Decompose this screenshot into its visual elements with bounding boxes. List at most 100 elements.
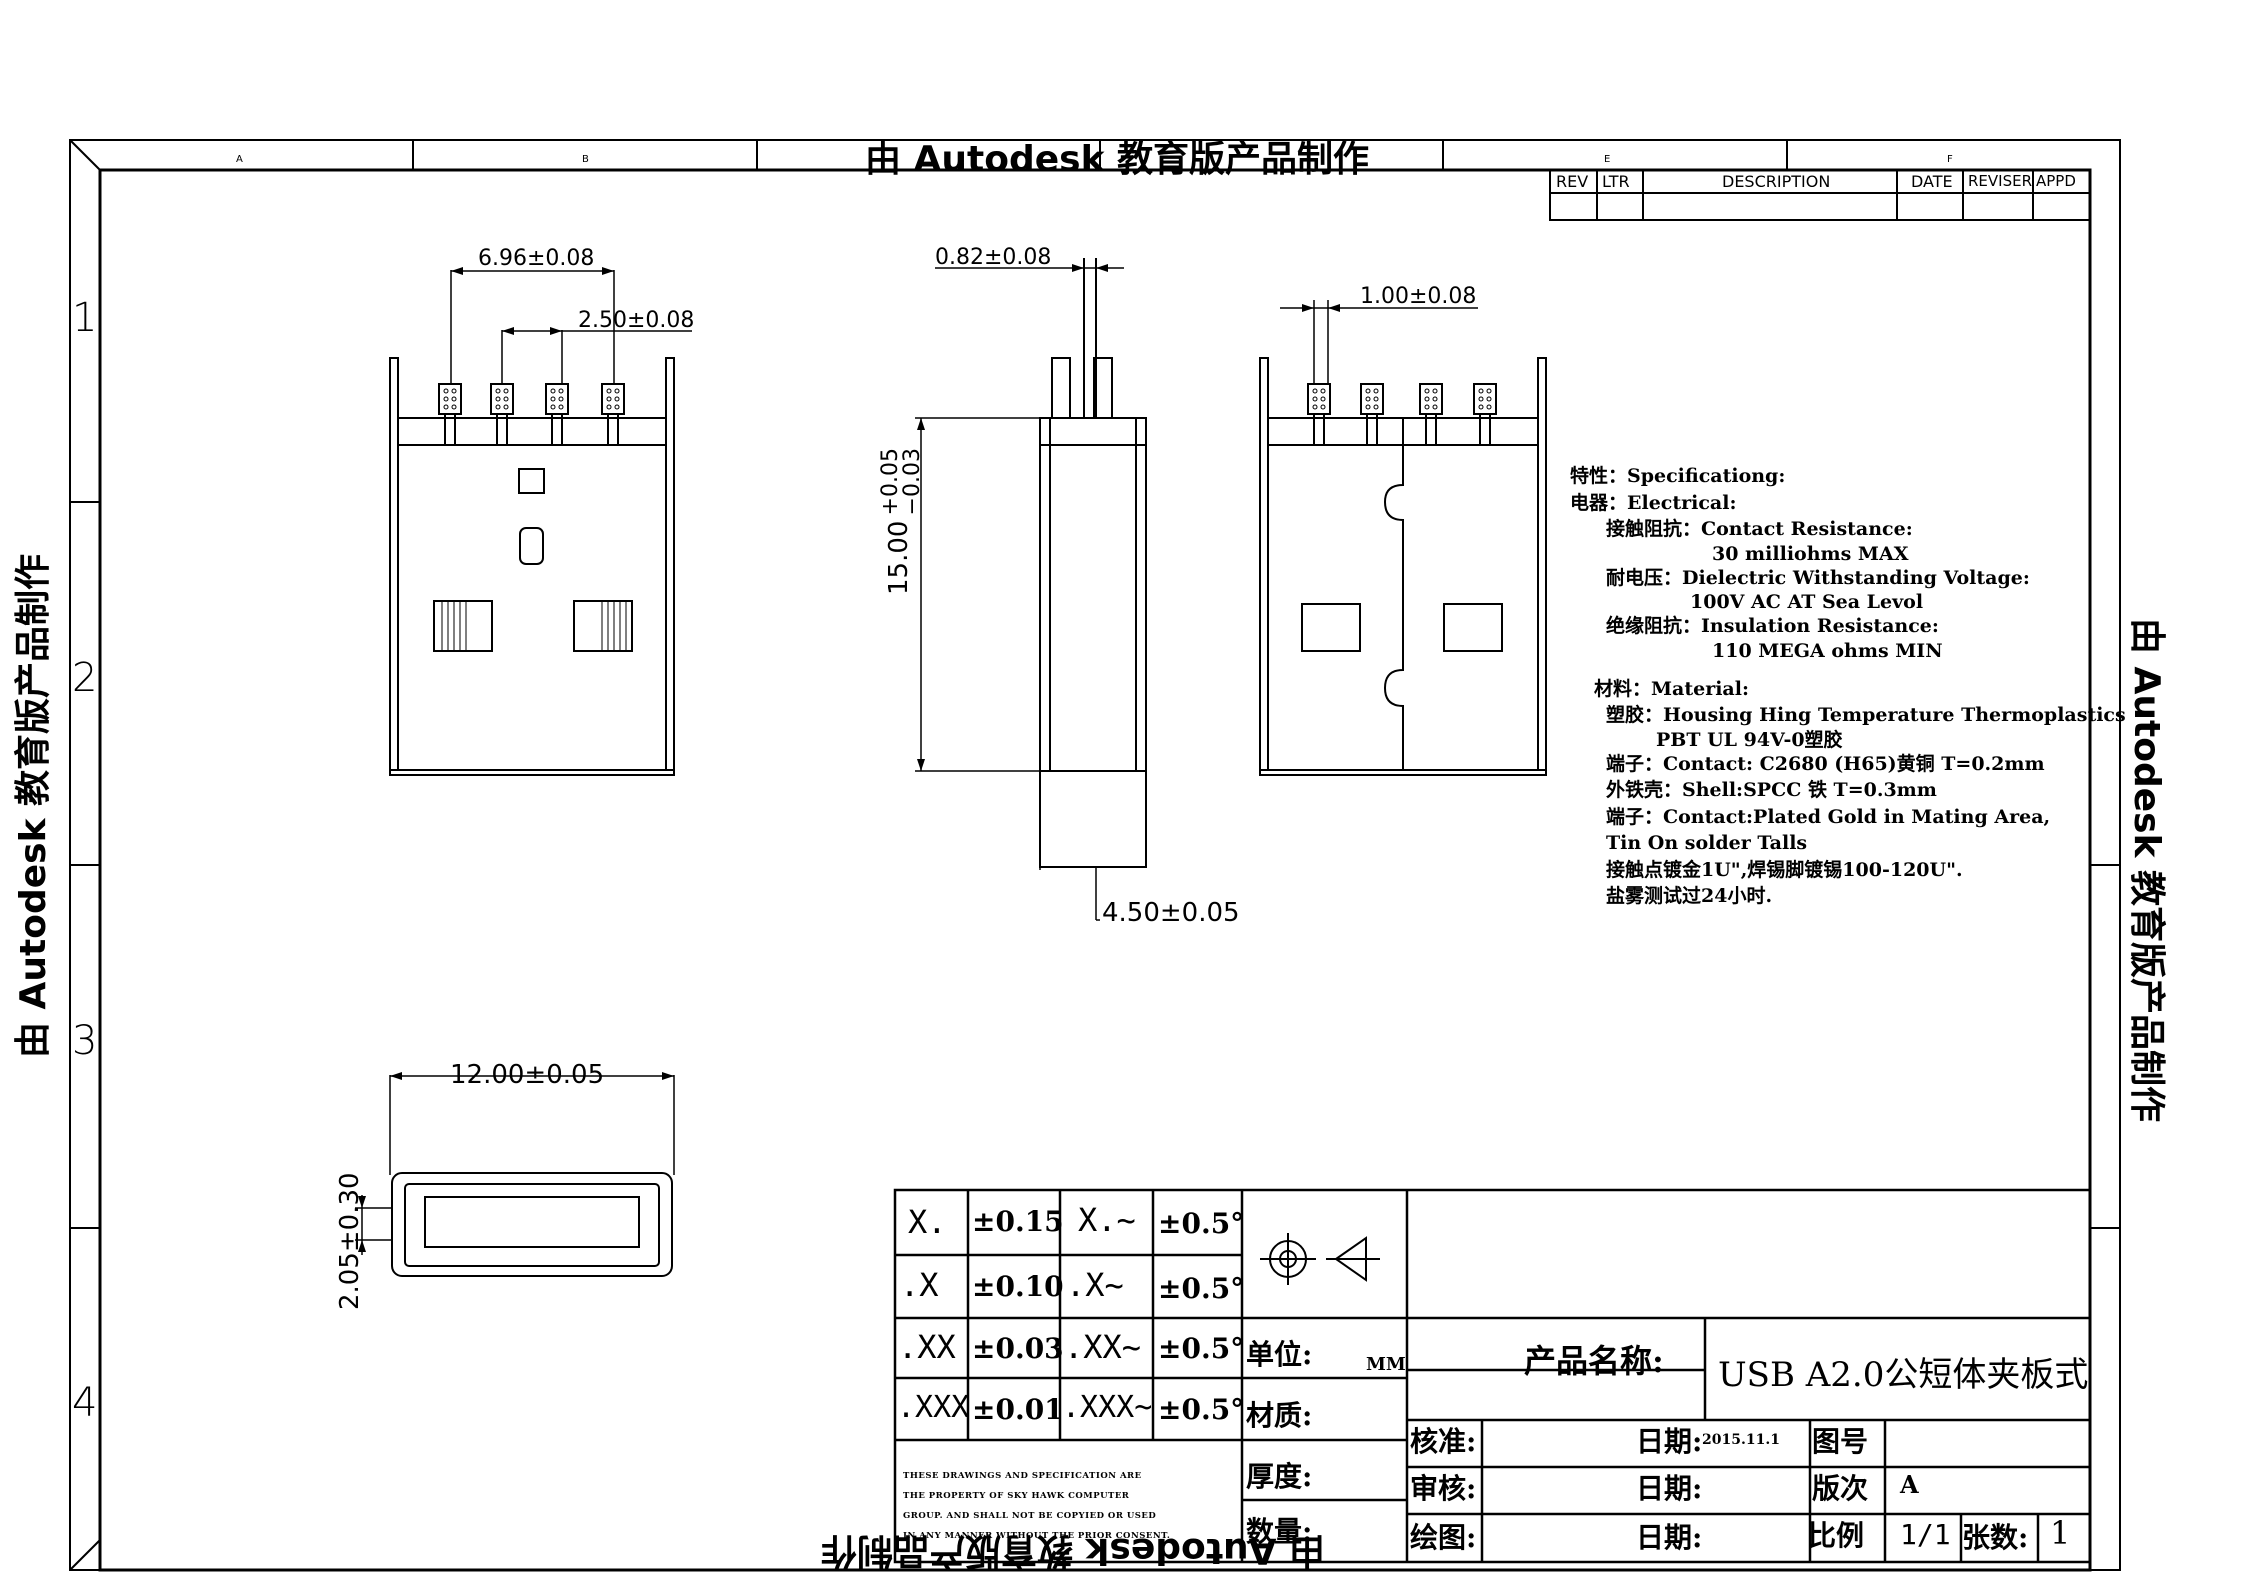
side-dimension-lines [915,267,1124,921]
tol-row1-col-d: ±0.5° [1158,1272,1245,1305]
tol-row2-col-c: .XX~ [1064,1328,1142,1366]
dim-side-width: 4.50±0.05 [1102,898,1240,928]
tol-row1-col-b: ±0.10 [972,1270,1064,1303]
sheets-label: 张数: [1962,1521,2029,1554]
dim-end-height: 2.05±0.30 [335,1172,365,1310]
dim-side-length-value: 15.00 [883,520,914,595]
revision-table [1549,169,2091,221]
spec-line: 盐雾测试过24小时. [1606,885,1773,907]
front-view [389,357,675,776]
quantity-label: 数量: [1246,1515,1313,1548]
product-name-label: 产品名称: [1524,1342,1664,1380]
product-name: USB A2.0公短体夹板式 [1718,1355,2089,1395]
material-label: 材质: [1246,1399,1313,1432]
specification-notes: 特性：Specificationg: 电器：Electrical: 接触阻抗：C… [1570,463,2126,910]
spec-line: 绝缘阻抗：Insulation Resistance: [1606,615,1939,637]
scale-value: 1/1 [1900,1518,1951,1551]
date-label-approve: 日期: [1636,1425,1703,1458]
back-view-pins [1312,388,1492,410]
approve-label: 核准: [1410,1425,1477,1458]
back-arrowheads [1302,304,1340,312]
zone-col-e: E [1604,154,1611,165]
date-label-draw: 日期: [1636,1521,1703,1554]
tol-row1-col-c: .X~ [1066,1266,1124,1304]
rev-header-date: DATE [1911,172,1953,191]
dim-front-pitch-inner: 2.50±0.08 [578,308,695,333]
tol-row3-col-a: .XXX [897,1390,970,1425]
spec-line: 100V AC AT Sea Levol [1690,591,1924,613]
tol-row2-col-b: ±0.03 [972,1332,1064,1365]
spec-line: 电器：Electrical: [1570,491,1737,514]
dim-side-length: 15.00 +0.05 −0.03 [878,448,925,595]
version-label: 版次 [1812,1472,1869,1505]
spec-line: 材料：Material: [1594,677,1749,700]
spec-line: PBT UL 94V-0塑胶 [1656,728,1843,751]
zone-row-1: 1 [72,295,98,341]
dim-side-length-minus: −0.03 [900,448,925,516]
dim-side-pin: 0.82±0.08 [935,245,1052,270]
zone-col-b: B [582,154,589,165]
tol-row3-col-d: ±0.5° [1158,1393,1245,1426]
rev-header-reviser: REVISER [1968,172,2033,190]
drawing-no-label: 图号 [1812,1425,1869,1458]
rev-header-rev: REV [1556,172,1589,191]
side-arrowheads [917,264,1108,771]
zone-row-4: 4 [72,1380,98,1426]
rev-header-ltr: LTR [1602,172,1630,191]
property-notice: THESE DRAWINGS AND SPECIFICATION ARE THE… [903,1466,1170,1546]
notice-line: THE PROPERTY OF SKY HAWK COMPUTER [903,1491,1130,1501]
spec-line: 塑胶：Housing Hing Temperature Thermoplasti… [1606,704,2126,726]
dim-back-pin: 1.00±0.08 [1360,284,1477,309]
inner-frame [98,168,2092,1572]
thickness-label: 厚度: [1246,1460,1313,1493]
spec-line: 30 milliohms MAX [1712,542,1909,565]
spec-line: 耐电压：Dielectric Withstanding Voltage: [1606,566,2030,589]
watermark-top: 由 Autodesk 教育版产品制作 [865,139,1370,180]
unit-value: MM [1366,1354,1406,1375]
rev-header-description: DESCRIPTION [1722,172,1831,191]
zone-col-f: F [1947,154,1953,165]
dim-side-length-plus: +0.05 [878,448,903,516]
tol-row0-col-b: ±0.15 [972,1205,1064,1238]
front-view-hatching [441,388,627,651]
date-value: 2015.11.1 [1702,1432,1780,1448]
watermark-left: 由 Autodesk 教育版产品制作 [13,553,54,1058]
front-dimension-lines [389,270,692,1175]
zone-row-2: 2 [72,655,98,701]
zone-row-3: 3 [72,1018,98,1064]
dim-front-pitch-outer: 6.96±0.08 [478,246,595,271]
tol-row2-col-a: .XX [898,1328,956,1366]
zone-col-a: A [236,154,243,165]
spec-line: Tin On solder Talls [1606,832,1808,854]
spec-line: 端子：Contact: C2680 (H65)黄铜 T=0.2mm [1606,752,2045,775]
draw-label: 绘图: [1410,1521,1477,1554]
date-label-review: 日期: [1636,1472,1703,1505]
tol-row2-col-d: ±0.5° [1158,1332,1245,1365]
back-view [1259,357,1547,776]
dim-end-width: 12.00±0.05 [450,1060,605,1090]
notice-line: IN ANY MANNER WITHOUT THE PRIOR CONSENT. [903,1531,1171,1541]
projection-symbol [1260,1233,1380,1285]
watermark-right: 由 Autodesk 教育版产品制作 [2126,618,2167,1123]
version-value: A [1900,1470,1919,1499]
side-view [1039,258,1147,868]
review-label: 审核: [1410,1472,1477,1505]
notice-line: THESE DRAWINGS AND SPECIFICATION ARE [903,1471,1142,1481]
notice-line: GROUP. AND SHALL NOT BE COPYIED OR USED [903,1511,1157,1521]
title-block-frame [893,1188,2092,1564]
spec-line: 外铁壳：Shell:SPCC 铁 T=0.3mm [1606,779,1937,801]
unit-label: 单位: [1246,1338,1313,1371]
scale-label: 比例 [1808,1519,1865,1552]
spec-line: 110 MEGA ohms MIN [1712,639,1943,662]
end-view [391,1172,673,1277]
front-arrowheads [390,267,674,1080]
tol-row3-col-b: ±0.01 [972,1393,1064,1426]
rev-header-appd: APPD [2036,172,2076,190]
spec-line: 特性：Specificationg: [1570,465,1786,487]
tol-row3-col-c: .XXX~ [1062,1390,1153,1425]
spec-line: 接触点镀金1U",焊锡脚镀锡100-120U". [1606,858,1963,881]
spec-line: 端子：Contact:Plated Gold in Mating Area, [1606,805,2051,828]
sheets-value: 1 [2050,1514,2071,1552]
tol-row0-col-c: X.~ [1078,1201,1136,1239]
